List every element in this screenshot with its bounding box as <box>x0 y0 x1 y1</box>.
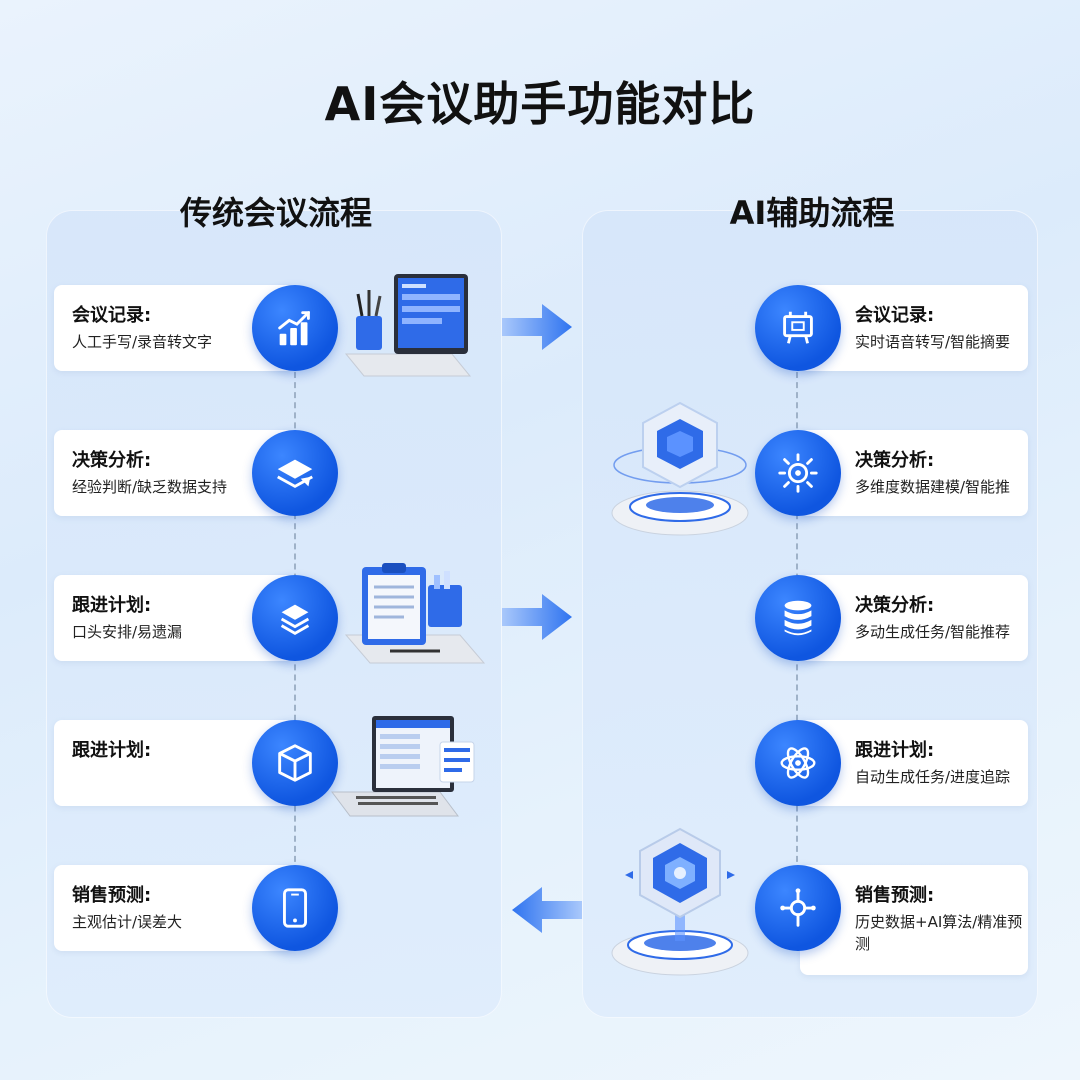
card-desc: 口头安排/易遗漏 <box>72 623 183 641</box>
card-label: 决策分析: <box>855 595 935 616</box>
cube-icon <box>252 720 338 806</box>
card-label: 跟进计划: <box>72 740 152 761</box>
arrow-right-icon <box>502 594 572 640</box>
clipboard-illustration <box>344 563 486 664</box>
gear-sun-icon <box>755 430 841 516</box>
chart-growth-icon <box>252 285 338 371</box>
arrow-left-icon <box>512 887 582 933</box>
card-desc: 历史数据+AI算法/精准预测 <box>855 913 1023 953</box>
card-label: 跟进计划: <box>855 740 935 761</box>
cart-icon <box>755 285 841 371</box>
card-label: 销售预测: <box>72 885 152 906</box>
atom-icon <box>755 720 841 806</box>
card-label: 会议记录: <box>72 305 152 326</box>
stack-icon <box>252 575 338 661</box>
card-desc: 主观估计/误差大 <box>72 913 183 931</box>
database-icon <box>755 575 841 661</box>
card-label: 会议记录: <box>855 305 935 326</box>
card-desc: 经验判断/缺乏数据支持 <box>72 478 228 496</box>
ai-chip-platform-illustration <box>611 827 749 976</box>
ai-column-title: AI辅助流程 <box>729 194 895 232</box>
shield-platform-illustration <box>611 401 749 536</box>
hub-icon <box>755 865 841 951</box>
card-label: 跟进计划: <box>72 595 152 616</box>
card-desc: 多动生成任务/智能推荐 <box>855 623 1011 641</box>
card-desc: 实时语音转写/智能摘要 <box>855 333 1011 351</box>
card-desc: 多维度数据建模/智能推 <box>855 478 1011 496</box>
laptop-dashboard-illustration <box>331 716 475 817</box>
card-desc: 自动生成任务/进度追踪 <box>855 768 1011 786</box>
layers-icon <box>252 430 338 516</box>
card-label: 决策分析: <box>72 450 152 471</box>
card-desc: 人工手写/录音转文字 <box>72 333 213 351</box>
arrow-right-icon <box>502 304 572 350</box>
traditional-column-title: 传统会议流程 <box>179 194 372 232</box>
card-label: 决策分析: <box>855 450 935 471</box>
card-label: 销售预测: <box>855 885 935 906</box>
phone-icon <box>252 865 338 951</box>
page-title: AI会议助手功能对比 <box>324 77 756 131</box>
laptop-illustration <box>344 274 472 377</box>
